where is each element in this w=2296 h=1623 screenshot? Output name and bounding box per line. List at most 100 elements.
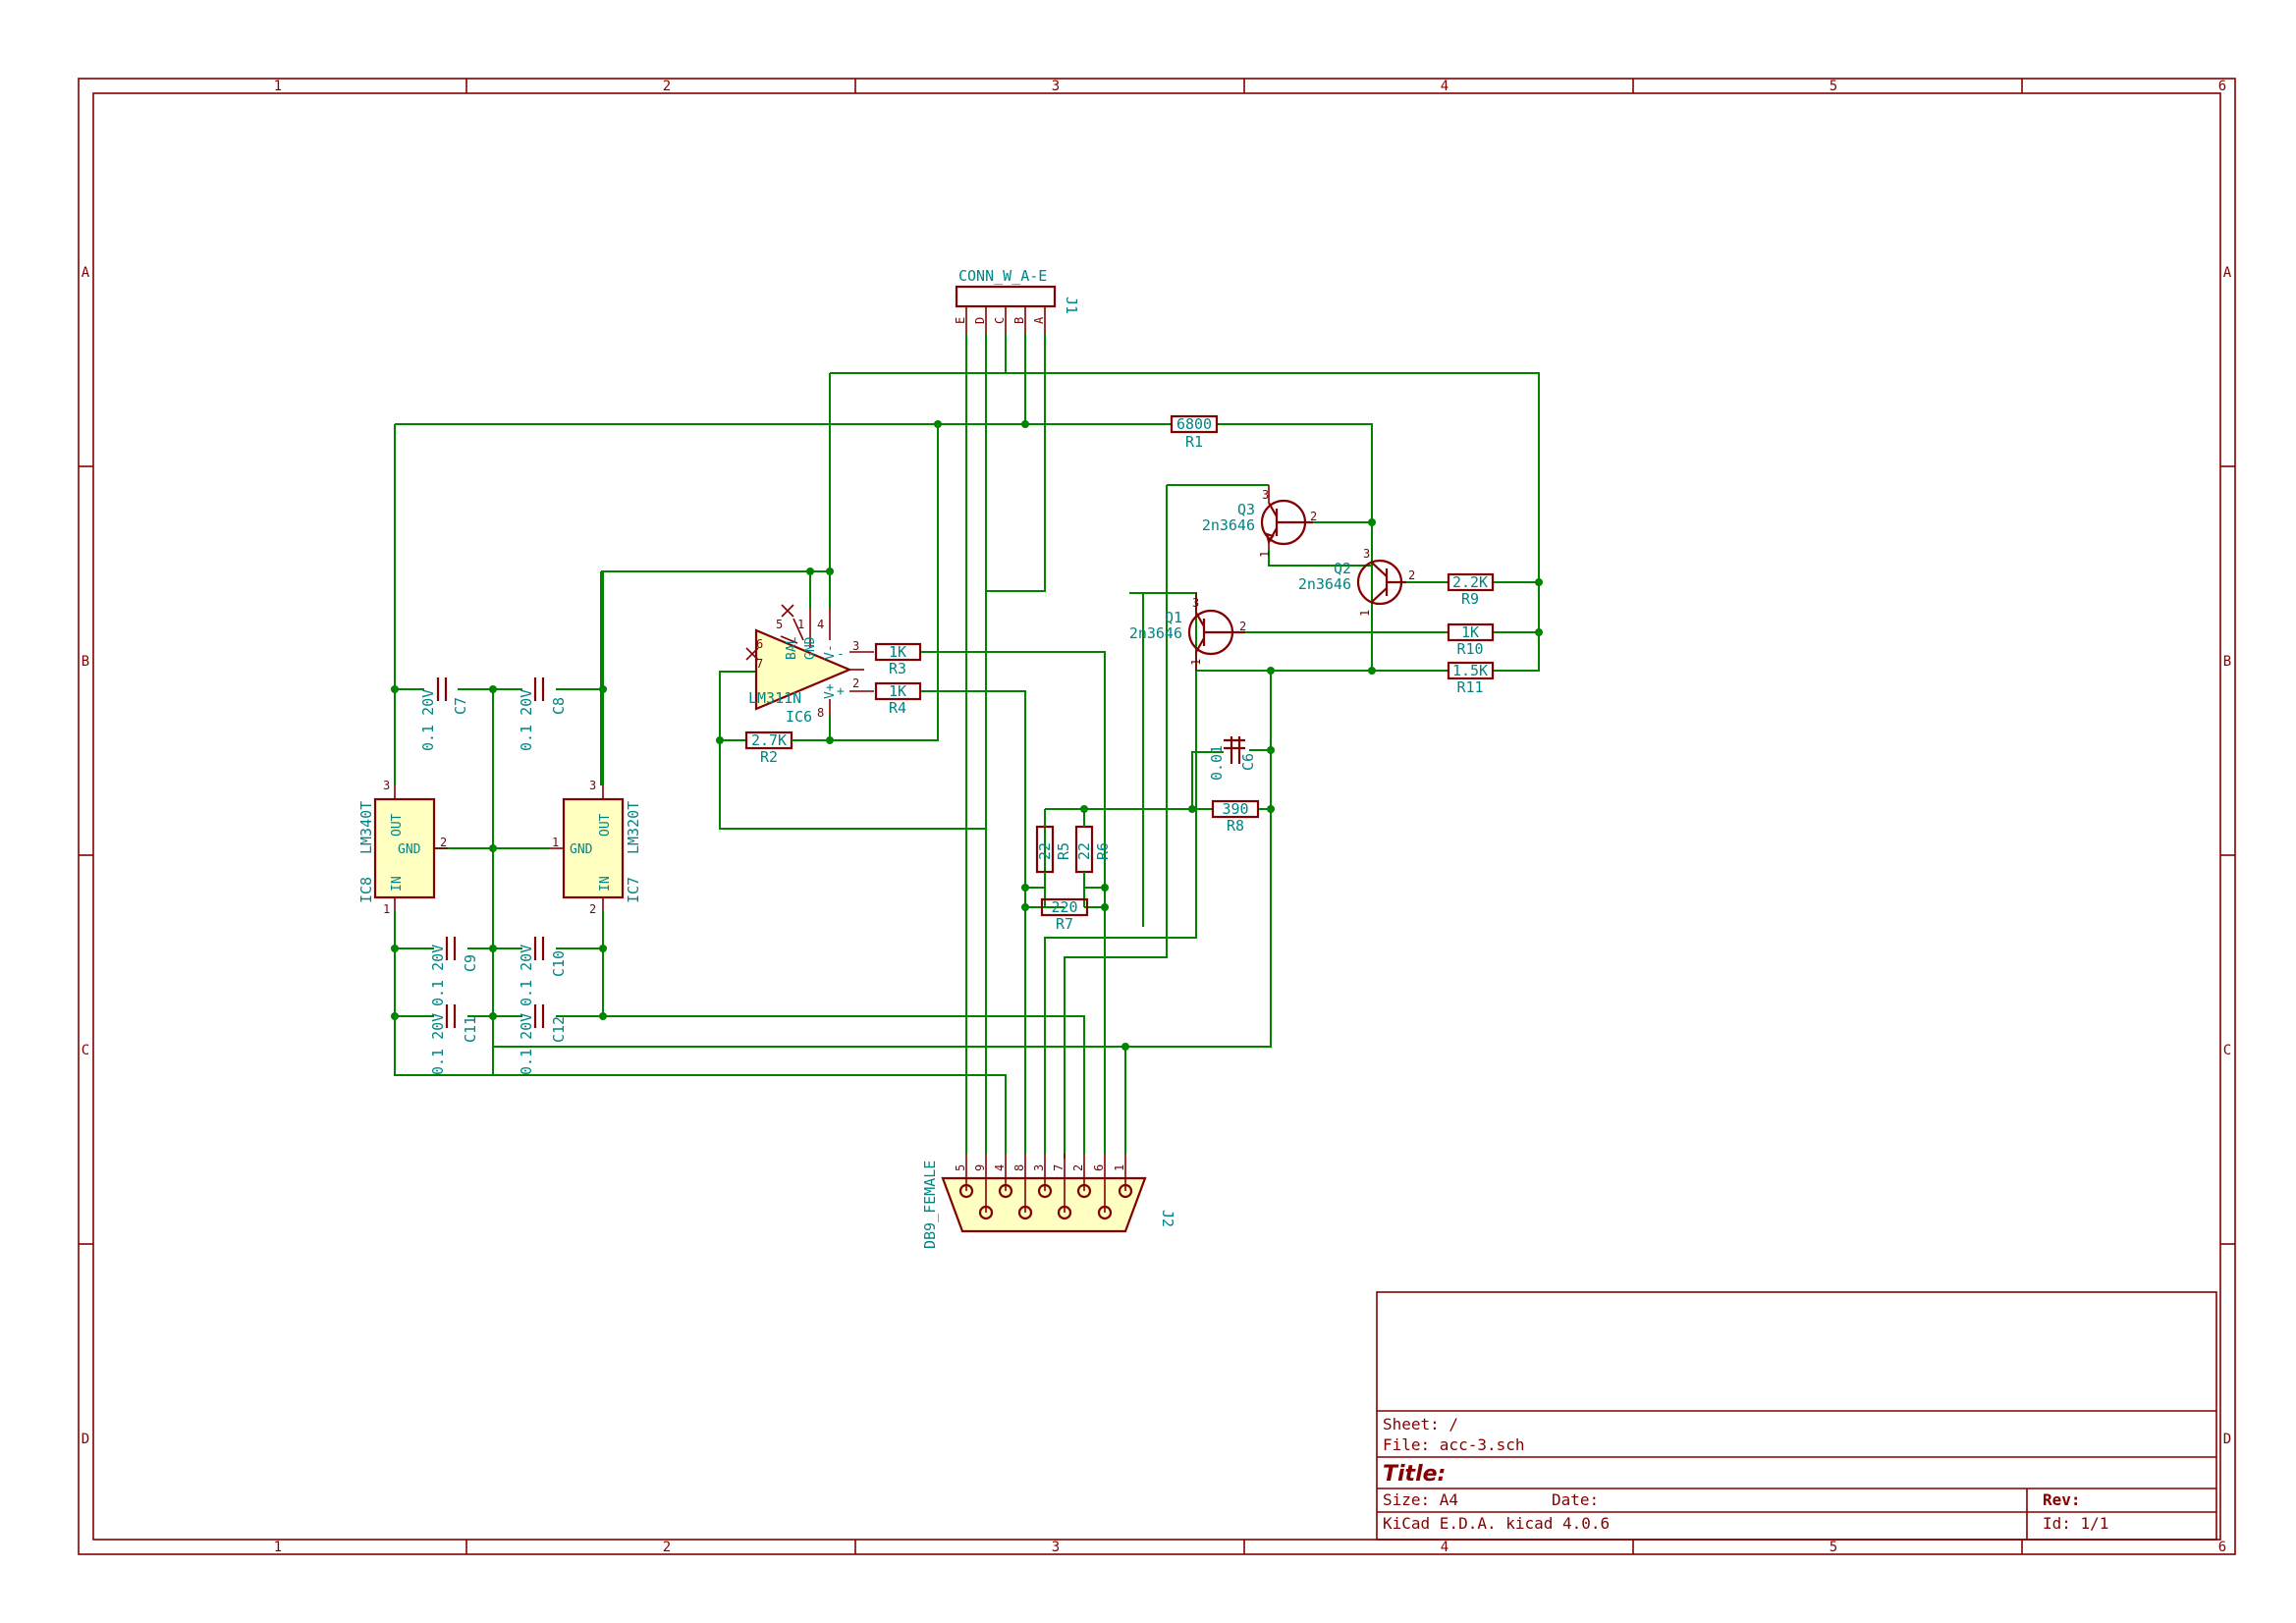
resistor-r10[interactable]: 1K R10: [1447, 622, 1495, 658]
frame-row-d-right: D: [2223, 1432, 2231, 1447]
q1-ref: Q1: [1165, 609, 1182, 626]
j1-ref: J1: [1063, 297, 1080, 314]
j1-connector[interactable]: CONN_W_A-E J1 E D C B A: [954, 267, 1080, 334]
c7-value: 0.1 20V: [419, 689, 437, 751]
j2-pin-4: 4: [993, 1164, 1007, 1171]
r3-ref: R3: [889, 660, 906, 677]
resistor-r3[interactable]: 1K R3: [874, 642, 922, 677]
r11-ref: R11: [1456, 678, 1483, 696]
ic8-pin-num-3: 3: [383, 779, 390, 792]
ic6-pin-num-4: 4: [817, 618, 824, 631]
r8-value: 390: [1222, 800, 1248, 818]
resistor-r6[interactable]: 22 R6: [1074, 809, 1112, 888]
r2-value: 2.7K: [751, 731, 787, 749]
ic8-value: LM340T: [357, 801, 375, 854]
transistor-q3[interactable]: 3 2 1 Q3 2n3646: [1202, 485, 1317, 558]
resistor-r2[interactable]: 2.7K R2: [744, 730, 830, 766]
capacitor-c9[interactable]: 0.1 20V C9: [429, 937, 479, 1006]
ic7-value: LM320T: [625, 801, 642, 854]
r7-value: 220: [1051, 898, 1077, 916]
comparator-ic6[interactable]: BAL GND V- V+ - + 7 6 5 1 4 3 2 8 LM311N…: [745, 604, 874, 726]
ic7-pin-num-3: 3: [589, 779, 596, 792]
capacitor-c8[interactable]: 0.1 20V C8: [518, 677, 568, 751]
frame-col-2-bottom: 2: [663, 1540, 671, 1555]
q3-value: 2n3646: [1202, 516, 1255, 534]
ic6-pin-bal: BAL: [785, 636, 799, 660]
frame-col-3-top: 3: [1052, 79, 1060, 94]
c9-ref: C9: [462, 954, 479, 972]
j2-pin-1: 1: [1113, 1164, 1126, 1171]
c6-ref: C6: [1239, 753, 1257, 771]
r2-ref: R2: [760, 748, 778, 766]
q1-pin-num-1: 1: [1189, 659, 1203, 666]
frame-row-a-left: A: [82, 265, 90, 281]
transistor-q2[interactable]: 3 2 1 Q2 2n3646: [1298, 547, 1415, 617]
resistor-r9[interactable]: 2.2K R9: [1447, 572, 1495, 608]
j2-pin-3: 3: [1032, 1164, 1046, 1171]
j1-value: CONN_W_A-E: [958, 267, 1047, 285]
r4-value: 1K: [889, 682, 906, 700]
frame-row-c-left: C: [82, 1043, 89, 1058]
ic6-pin-num-1: 1: [797, 618, 804, 631]
ic7-pin-out: OUT: [598, 813, 613, 837]
capacitor-c11[interactable]: 0.1 20V C11: [429, 1004, 479, 1075]
r6-value: 22: [1075, 842, 1093, 860]
q3-ref: Q3: [1237, 501, 1255, 518]
frame-col-6-top: 6: [2218, 79, 2226, 94]
j1-body: [955, 285, 1057, 308]
frame-col-4-top: 4: [1441, 79, 1449, 94]
q3-pin-num-3: 3: [1262, 488, 1269, 502]
capacitor-c10[interactable]: 0.1 20V C10: [518, 937, 568, 1006]
title-block-id: Id: 1/1: [2043, 1514, 2108, 1533]
c10-value: 0.1 20V: [518, 945, 535, 1006]
j2-value: DB9_FEMALE: [921, 1161, 939, 1249]
resistor-r7[interactable]: 220 R7: [1040, 897, 1089, 933]
frame-col-4-bottom: 4: [1441, 1540, 1449, 1555]
c12-value: 0.1 20V: [518, 1013, 535, 1075]
r9-ref: R9: [1461, 590, 1479, 608]
regulator-ic8[interactable]: OUT GND IN 3 2 1 LM340T IC8: [357, 779, 448, 916]
frame-row-b-right: B: [2223, 654, 2231, 670]
j1-pin-a: A: [1032, 316, 1046, 324]
ic7-pin-gnd: GND: [570, 842, 593, 857]
resistor-r4[interactable]: 1K R4: [874, 681, 922, 717]
ic8-ref: IC8: [357, 877, 375, 903]
title-block-date: Date:: [1552, 1490, 1599, 1509]
r10-value: 1K: [1461, 623, 1479, 641]
c6-value: 0.01: [1208, 745, 1226, 781]
j2-pin-2: 2: [1071, 1164, 1085, 1171]
capacitor-c12[interactable]: 0.1 20V C12: [518, 1004, 568, 1075]
ic8-pin-in: IN: [390, 876, 405, 892]
j2-pin-6: 6: [1092, 1164, 1106, 1171]
j2-db9-connector[interactable]: 5 9 4 8 3 7 2 6 1 DB9_FEMALE J2: [921, 1154, 1176, 1249]
ic7-pin-num-1: 1: [552, 836, 559, 849]
title-block-title: Title:: [1383, 1462, 1446, 1487]
frame-col-1-bottom: 1: [274, 1540, 282, 1555]
capacitor-c7[interactable]: 0.1 20V C7: [419, 677, 469, 751]
transistor-q1[interactable]: 3 2 1 Q1 2n3646: [1129, 593, 1246, 671]
ic6-pin-gnd: GND: [803, 636, 818, 660]
j2-pin-7: 7: [1052, 1164, 1066, 1171]
resistor-r8[interactable]: 390 R8: [1211, 799, 1260, 835]
title-block: Sheet: / File: acc-3.sch Title: Size: A4…: [1376, 1291, 2217, 1541]
resistor-r11[interactable]: 1.5K R11: [1447, 661, 1495, 696]
resistor-r5[interactable]: 22 R5: [1035, 809, 1072, 888]
resistor-r1[interactable]: 6800 R1: [1170, 414, 1219, 451]
ic6-pin-num-3: 3: [852, 639, 859, 653]
ic7-pin-in: IN: [598, 876, 613, 892]
q3-pin-num-1: 1: [1258, 551, 1272, 558]
c8-ref: C8: [550, 697, 568, 715]
capacitor-c6[interactable]: 0.01 C6: [1208, 736, 1257, 781]
j2-pin-5: 5: [954, 1164, 967, 1171]
title-block-tool: KiCad E.D.A. kicad 4.0.6: [1383, 1514, 1610, 1533]
regulator-ic7[interactable]: OUT GND IN 3 1 2 LM320T IC7: [550, 779, 642, 916]
j1-pin-d: D: [973, 317, 987, 324]
ic6-pin-vminus: V-: [823, 644, 838, 660]
r5-ref: R5: [1055, 842, 1072, 860]
frame-col-2-top: 2: [663, 79, 671, 94]
q1-value: 2n3646: [1129, 624, 1182, 642]
ic6-pin-minus: -: [837, 647, 845, 662]
r1-ref: R1: [1185, 433, 1203, 451]
q2-pin-num-2: 2: [1408, 568, 1415, 582]
c9-value: 0.1 20V: [429, 945, 447, 1006]
